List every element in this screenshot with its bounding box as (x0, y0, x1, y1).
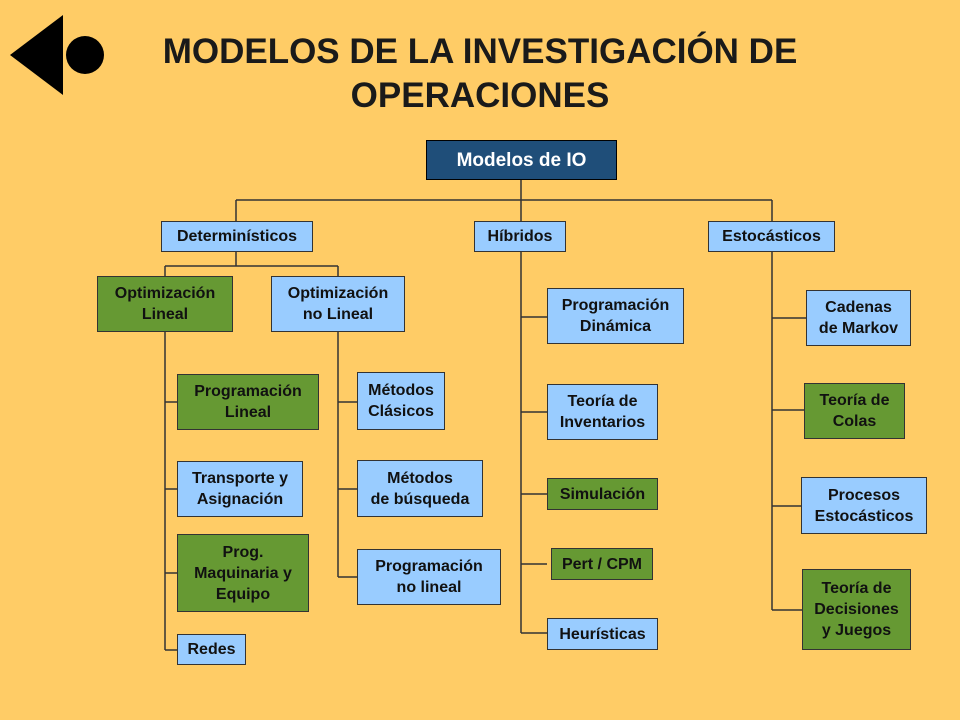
node-linear-optimization: Optimización Lineal (97, 276, 233, 332)
node-search-methods-label: Métodos de búsqueda (370, 469, 470, 508)
node-nonlinear-programming: Programación no lineal (357, 549, 501, 605)
node-classical-methods: Métodos Clásicos (357, 372, 445, 430)
title-line-1: MODELOS DE LA INVESTIGACIÓN DE (162, 32, 798, 71)
root-node: Modelos de IO (426, 140, 617, 180)
category-deterministic-label: Determinísticos (176, 228, 298, 245)
category-deterministic: Determinísticos (161, 221, 313, 252)
node-heuristics: Heurísticas (547, 618, 658, 650)
node-linear-optimization-label: Optimización Lineal (114, 285, 216, 323)
node-queueing-theory: Teoría de Colas (804, 383, 905, 439)
node-simulation-label: Simulación (559, 485, 646, 503)
node-transport-assignment: Transporte y Asignación (177, 461, 303, 517)
node-pert-cpm: Pert / CPM (551, 548, 653, 580)
node-networks: Redes (177, 634, 246, 665)
category-stochastic: Estocásticos (708, 221, 835, 252)
node-decision-game-theory: Teoría de Decisiones y Juegos (802, 569, 911, 650)
node-dynamic-programming: Programación Dinámica (547, 288, 684, 344)
node-markov-chains-label: Cadenas de Markov (818, 299, 899, 337)
node-machinery-programming: Prog. Maquinaria y Equipo (177, 534, 309, 612)
node-stochastic-processes-label: Procesos Estocásticos (814, 486, 914, 525)
node-linear-programming: Programación Lineal (177, 374, 319, 430)
category-hybrid-label: Híbridos (487, 228, 553, 245)
category-hybrid: Híbridos (474, 221, 566, 252)
title-line-2: OPERACIONES (350, 76, 610, 115)
node-heuristics-label: Heurísticas (559, 625, 646, 643)
node-inventory-theory-label: Teoría de Inventarios (559, 393, 646, 431)
node-simulation: Simulación (547, 478, 658, 510)
node-markov-chains: Cadenas de Markov (806, 290, 911, 346)
node-machinery-programming-label: Prog. Maquinaria y Equipo (194, 543, 292, 603)
node-pert-cpm-label: Pert / CPM (561, 555, 642, 573)
node-dynamic-programming-label: Programación Dinámica (561, 297, 670, 335)
node-classical-methods-label: Métodos Clásicos (368, 382, 434, 420)
back-navigation-icon[interactable] (10, 15, 105, 97)
page-title: MODELOS DE LA INVESTIGACIÓN DE OPERACION… (100, 30, 860, 118)
node-stochastic-processes: Procesos Estocásticos (801, 477, 927, 534)
category-stochastic-label: Estocásticos (722, 228, 821, 245)
root-node-label: Modelos de IO (456, 149, 587, 171)
node-transport-assignment-label: Transporte y Asignación (191, 470, 289, 508)
node-nonlinear-optimization-label: Optimización no Lineal (287, 285, 389, 323)
node-queueing-theory-label: Teoría de Colas (819, 392, 890, 430)
node-linear-programming-label: Programación Lineal (194, 383, 302, 421)
node-search-methods: Métodos de búsqueda (357, 460, 483, 517)
node-nonlinear-optimization: Optimización no Lineal (271, 276, 405, 332)
node-nonlinear-programming-label: Programación no lineal (375, 558, 483, 596)
node-networks-label: Redes (187, 641, 236, 658)
node-inventory-theory: Teoría de Inventarios (547, 384, 658, 440)
node-decision-game-theory-label: Teoría de Decisiones y Juegos (814, 580, 899, 639)
